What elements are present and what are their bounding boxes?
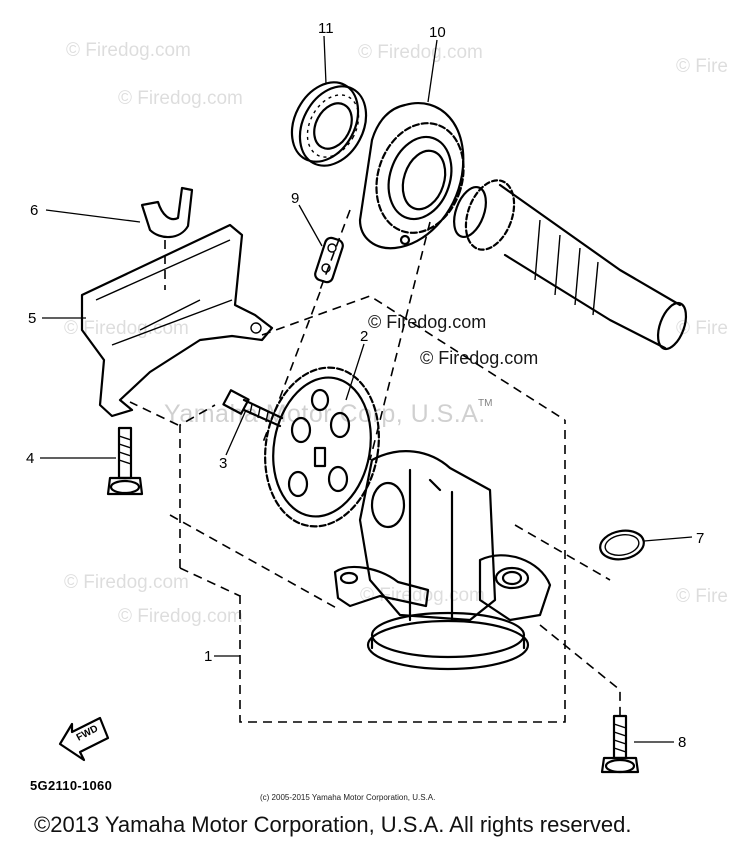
firedog-watermark: © Fire [676,56,728,77]
callout-9: 9 [291,190,300,207]
callout-5: 5 [28,310,37,327]
firedog-watermark: © Firedog.com [368,312,487,332]
copyright-small: (c) 2005-2015 Yamaha Motor Corporation, … [260,793,436,802]
callout-2: 2 [360,328,369,345]
callout-10: 10 [429,24,446,41]
callout-11: 11 [318,20,334,37]
bearing-part-11 [290,81,368,167]
callout-7: 7 [696,530,705,547]
oil-pump-part-1 [333,450,552,671]
trademark-mark: TM [478,398,493,409]
shaft [453,179,688,351]
fwd-arrow-icon [58,716,110,762]
firedog-watermark: © Firedog.com [118,88,243,109]
bolt-part-8 [600,714,640,774]
leader-lines [40,35,693,743]
firedog-watermark: © Firedog.com [360,585,485,606]
callout-3: 3 [219,455,228,472]
firedog-watermark: © Firedog.com [64,572,189,593]
gear-plate-part-10 [358,102,465,250]
firedog-watermark: © Firedog.com [358,42,483,63]
copyright-notice: ©2013 Yamaha Motor Corporation, U.S.A. A… [34,812,632,837]
sprocket-part-2 [264,366,380,528]
firedog-watermark: © Firedog.com [118,606,243,627]
callout-4: 4 [26,450,35,467]
firedog-watermark: © Firedog.com [64,318,189,339]
firedog-watermark: © Fire [676,318,728,339]
bracket-part-5 [80,223,274,418]
firedog-watermark: © Firedog.com [66,40,191,61]
callout-8: 8 [678,734,687,751]
chain-link-part-9 [314,236,344,284]
clip-part-6 [140,186,194,239]
callout-6: 6 [30,202,39,219]
callout-1: 1 [204,648,213,665]
yamaha-watermark: Yamaha Motor Corp, U.S.A. [164,400,486,428]
bolt-part-3 [222,389,284,428]
firedog-watermark: © Fire [676,586,728,607]
o-ring-part-7 [599,529,645,561]
firedog-watermark: © Firedog.com [420,348,539,368]
part-code: 5G2110-1060 [30,778,113,793]
assembly-outline [129,209,621,723]
bolt-part-4 [106,426,144,496]
